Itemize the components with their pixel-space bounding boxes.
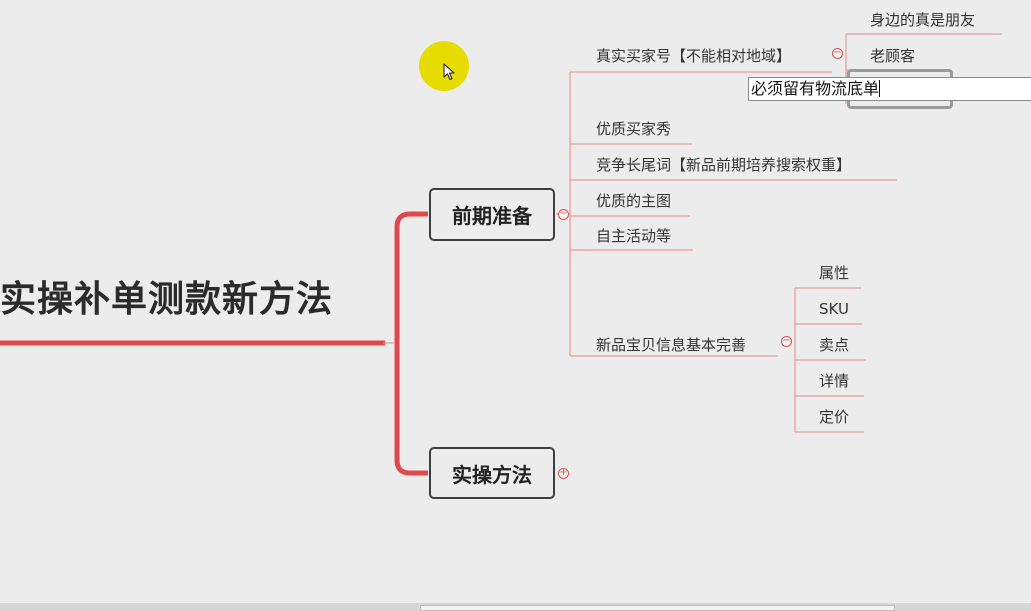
node-sku[interactable]: SKU <box>819 300 849 318</box>
node-selling-point[interactable]: 卖点 <box>819 336 850 354</box>
text-caret <box>879 80 881 97</box>
collapse-icon[interactable]: − <box>832 47 843 59</box>
node-buyer[interactable]: 真实买家号【不能相对地域】 <box>596 47 792 65</box>
node-main-image[interactable]: 优质的主图 <box>596 192 672 210</box>
root-topic[interactable]: 实操补单测款新方法 <box>0 279 334 320</box>
node-activity[interactable]: 自主活动等 <box>596 227 672 245</box>
node-info[interactable]: 新品宝贝信息基本完善 <box>596 336 747 354</box>
node-friends[interactable]: 身边的真是朋友 <box>870 11 976 29</box>
branch-trunk-path <box>394 211 428 476</box>
node-keyword[interactable]: 竞争长尾词【新品前期培养搜索权重】 <box>596 156 852 174</box>
expand-icon[interactable]: + <box>558 467 569 479</box>
node-edit-input[interactable]: 必须留有物流底单 <box>748 77 1031 101</box>
branch-prep[interactable]: 前期准备 <box>429 188 555 241</box>
node-show[interactable]: 优质买家秀 <box>596 120 672 138</box>
scrollbar-thumb[interactable] <box>420 605 895 611</box>
mouse-pointer-icon <box>443 63 455 81</box>
collapse-icon[interactable]: − <box>558 208 569 220</box>
edit-input-text: 必须留有物流底单 <box>751 79 880 98</box>
collapse-icon[interactable]: − <box>781 335 792 347</box>
node-price[interactable]: 定价 <box>819 408 850 426</box>
node-old-customers[interactable]: 老顾客 <box>870 47 916 65</box>
node-detail[interactable]: 详情 <box>819 372 850 390</box>
branch-method[interactable]: 实操方法 <box>429 447 555 499</box>
node-attr[interactable]: 属性 <box>819 264 850 282</box>
